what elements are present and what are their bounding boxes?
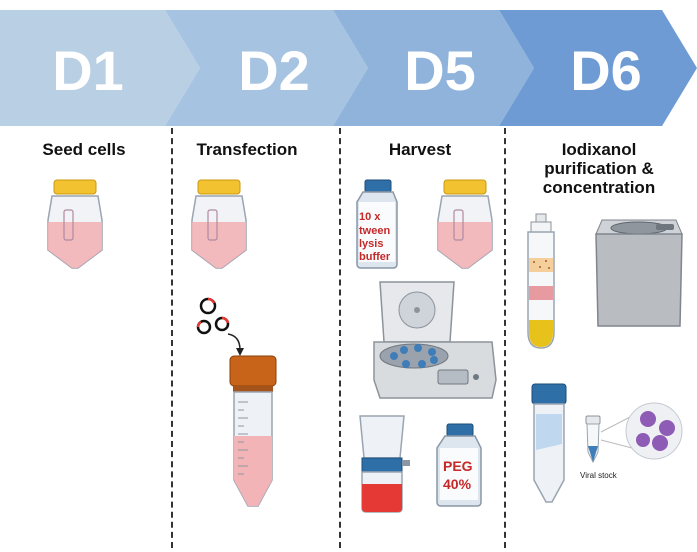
peg-bottle: PEG 40% <box>436 423 482 507</box>
virus-particles-icon <box>625 402 683 460</box>
step-title-d1: Seed cells <box>42 140 126 159</box>
separator-3 <box>504 128 506 548</box>
culture-flask-d1 <box>47 179 103 269</box>
chevron-d6-shape <box>499 10 697 126</box>
chevron-d2-shape <box>165 10 368 126</box>
lysis-line-4: buffer <box>359 251 391 263</box>
step-title-d6-line3: concentration <box>542 178 656 197</box>
ultracentrifuge-tube <box>527 213 555 349</box>
chevron-d6: D6 <box>499 10 697 126</box>
chevron-d6-label: D6 <box>570 39 642 102</box>
chevron-d5-shape <box>333 10 534 126</box>
culture-flask-d2 <box>191 179 247 269</box>
concentrator-icon <box>595 219 683 327</box>
arrow-icon <box>227 333 244 356</box>
chevron-d2-label: D2 <box>238 39 310 102</box>
chevron-d1: D1 <box>0 10 200 126</box>
falcon-tube-d6 <box>531 383 567 503</box>
culture-flask-d5 <box>437 179 493 269</box>
chevron-d1-label: D1 <box>52 39 124 102</box>
step-title-d2: Transfection <box>196 140 298 159</box>
step-title-d6-line1: Iodixanol <box>561 140 637 159</box>
plasmid-icon <box>196 297 230 335</box>
separator-1 <box>171 128 173 548</box>
zoom-line <box>600 439 633 449</box>
lysis-line-2: tween <box>359 225 390 237</box>
separator-2 <box>339 128 341 548</box>
peg-line-2: 40% <box>443 476 472 492</box>
viral-stock-label: Viral stock <box>580 471 618 480</box>
step-title-d6-line2: purification & <box>544 159 654 178</box>
chevron-d1-shape <box>0 10 200 126</box>
zoom-line <box>600 415 633 433</box>
lysis-line-3: lysis <box>359 238 383 250</box>
microtube-icon <box>585 415 601 464</box>
lysis-buffer-bottle: 10 x tween lysis buffer <box>356 179 398 269</box>
chevron-d2: D2 <box>165 10 368 126</box>
conical-tube-d2 <box>229 355 277 507</box>
centrifuge-icon <box>373 281 497 399</box>
lysis-line-1: 10 x <box>359 211 381 223</box>
chevron-d5: D5 <box>333 10 534 126</box>
filter-unit-icon <box>359 415 410 513</box>
step-title-d6: Iodixanol purification & concentration <box>510 140 688 197</box>
step-title-d5: Harvest <box>388 140 452 159</box>
peg-line-1: PEG <box>443 458 473 474</box>
chevron-d5-label: D5 <box>404 39 476 102</box>
